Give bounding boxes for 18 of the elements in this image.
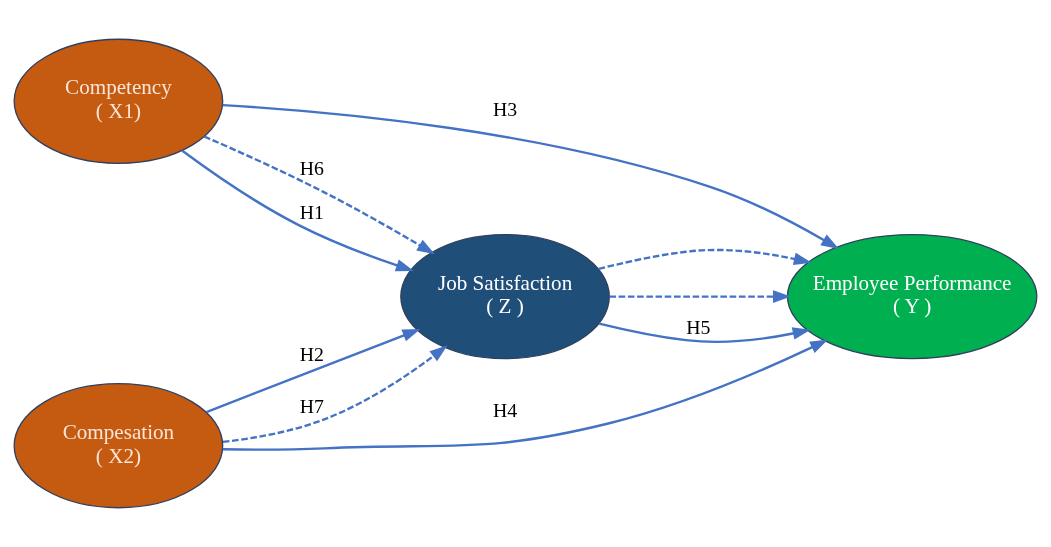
arrow xyxy=(222,339,829,451)
edge-label: H1 xyxy=(299,200,324,223)
edge-label: H7 xyxy=(299,394,324,417)
arrow xyxy=(598,322,811,344)
arrow xyxy=(598,248,812,271)
edge-label: H6 xyxy=(299,157,324,180)
node-ellipse: Compesation ( X2) xyxy=(13,383,224,509)
edge-label: H5 xyxy=(686,315,711,338)
edge-label: H2 xyxy=(299,343,324,366)
edge-label: H3 xyxy=(492,97,518,120)
arrow xyxy=(181,149,414,272)
node-ellipse: Competency ( X1) xyxy=(13,38,224,164)
arrow xyxy=(205,328,421,414)
arrow xyxy=(222,103,839,250)
edge-label: H4 xyxy=(492,398,518,421)
arrow xyxy=(203,135,435,255)
arrow xyxy=(222,345,448,444)
arrow xyxy=(609,290,791,303)
